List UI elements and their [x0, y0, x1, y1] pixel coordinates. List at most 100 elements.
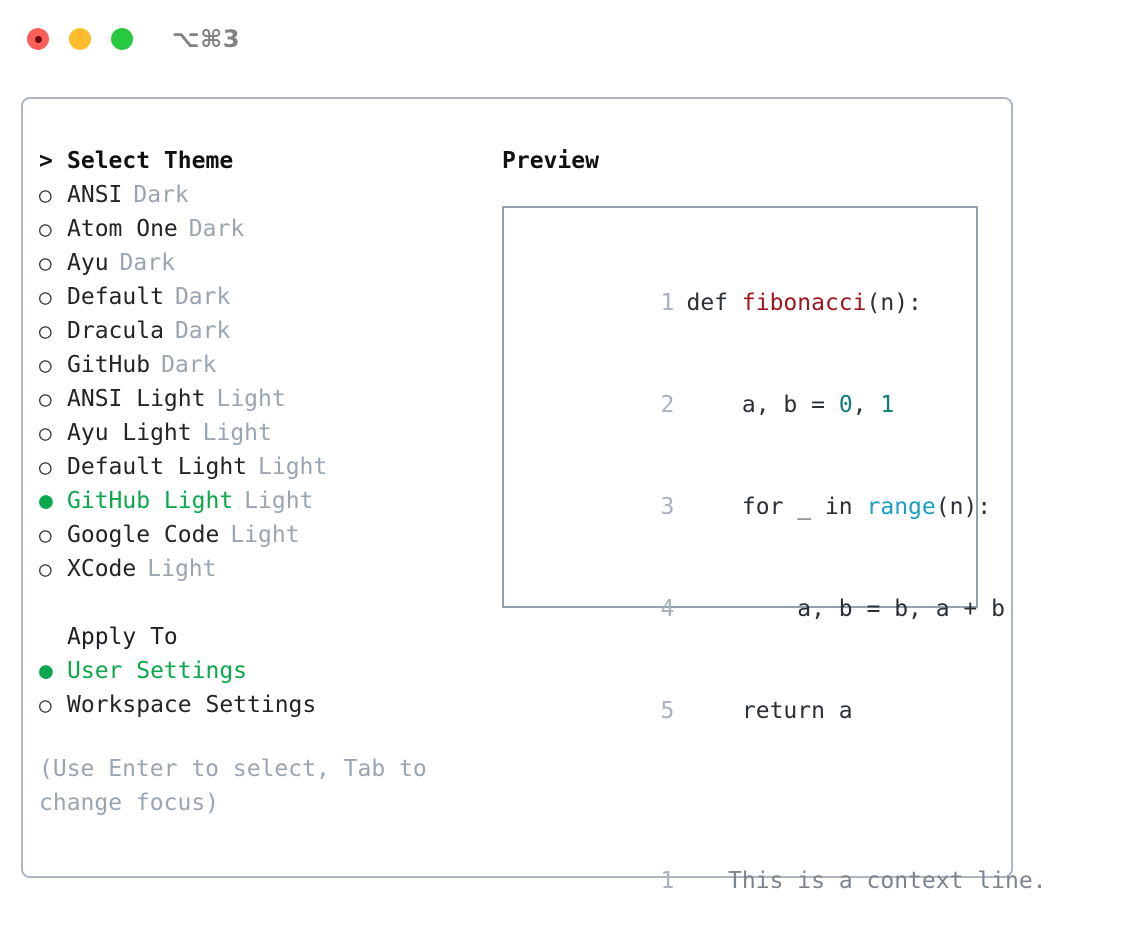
- line-number: 3: [660, 494, 675, 520]
- code-token-function: fibonacci: [741, 290, 867, 316]
- code-line: 4 a, b = b, a + b: [522, 558, 1005, 660]
- code-token: for _ in: [686, 494, 867, 520]
- radio-icon: ○: [39, 353, 52, 377]
- traffic-lights: [27, 28, 133, 50]
- theme-tag: Light: [216, 386, 286, 412]
- theme-tag: Light: [147, 556, 217, 582]
- theme-option-github[interactable]: ○ GitHub Dark: [39, 348, 479, 382]
- line-number: 1: [660, 868, 675, 894]
- diff-line-context: 1 This is a context line.: [522, 830, 1046, 932]
- theme-tag: Dark: [174, 284, 231, 310]
- code-token: def: [686, 290, 742, 316]
- diff-text: This is a context line.: [728, 868, 1047, 894]
- theme-option-ansi-light[interactable]: ○ ANSI Light Light: [39, 382, 479, 416]
- radio-icon: ○: [39, 421, 52, 445]
- theme-option-github-light[interactable]: ● GitHub Light Light: [39, 484, 479, 518]
- cursor-marker-icon: >: [39, 148, 53, 174]
- theme-tag: Dark: [133, 182, 189, 208]
- theme-option-ayu-light[interactable]: ○ Ayu Light Light: [39, 416, 479, 450]
- apply-to-option-label: User Settings: [67, 658, 248, 684]
- code-line: 3 for _ in range(n):: [522, 456, 991, 558]
- maximize-button-icon[interactable]: [111, 28, 133, 50]
- apply-to-option-user-settings[interactable]: ● User Settings: [39, 654, 479, 688]
- theme-option-ayu[interactable]: ○ Ayu Dark: [39, 246, 479, 280]
- radio-icon: ○: [39, 455, 52, 479]
- keyboard-shortcut-label: ⌥⌘3: [172, 25, 241, 53]
- line-number: 1: [660, 290, 675, 316]
- code-token-builtin: range: [866, 494, 936, 520]
- theme-name: Ayu Light: [67, 420, 192, 446]
- preview-title: Preview: [502, 148, 599, 174]
- theme-option-default-light[interactable]: ○ Default Light Light: [39, 450, 479, 484]
- line-number: 5: [660, 698, 675, 724]
- theme-option-dracula[interactable]: ○ Dracula Dark: [39, 314, 479, 348]
- code-token: a, b =: [686, 392, 839, 418]
- theme-option-google-code[interactable]: ○ Google Code Light: [39, 518, 479, 552]
- radio-selected-icon: ●: [39, 488, 53, 514]
- apply-to-option-label: Workspace Settings: [67, 692, 317, 718]
- apply-to-header: Apply To: [39, 620, 479, 654]
- code-token: (n):: [935, 494, 992, 520]
- theme-tag: Dark: [161, 352, 217, 378]
- title-bar: ⌥⌘3: [0, 0, 1140, 78]
- code-line: 5 return a: [522, 660, 976, 762]
- line-number: 4: [660, 596, 675, 622]
- theme-option-xcode[interactable]: ○ XCode Light: [39, 552, 479, 586]
- code-token: (n):: [866, 290, 922, 316]
- theme-name: GitHub Light: [67, 488, 234, 514]
- radio-icon: ○: [39, 387, 52, 411]
- theme-name: Google Code: [67, 522, 220, 548]
- code-token: return a: [686, 698, 853, 724]
- theme-name: ANSI: [67, 182, 123, 208]
- theme-name: Ayu: [67, 250, 109, 276]
- list-spacer: [39, 586, 479, 620]
- diff-sign: [686, 868, 700, 894]
- radio-icon: ○: [39, 183, 52, 207]
- line-number: 2: [660, 392, 675, 418]
- theme-tag: Light: [244, 488, 314, 514]
- code-token-number: 0: [838, 392, 853, 418]
- close-button-icon[interactable]: [27, 28, 49, 50]
- select-theme-header: > Select Theme: [39, 144, 479, 178]
- apply-to-title: Apply To: [67, 624, 178, 650]
- code-blank-line: [522, 762, 976, 796]
- minimize-button-icon[interactable]: [69, 28, 91, 50]
- radio-icon: ○: [39, 285, 52, 309]
- code-token: a, b = b, a + b: [686, 596, 1005, 622]
- theme-tag: Dark: [188, 216, 245, 242]
- radio-icon: ○: [39, 523, 52, 547]
- theme-name: GitHub: [67, 352, 151, 378]
- theme-name: Default: [67, 284, 164, 310]
- radio-icon: ○: [39, 557, 52, 581]
- theme-selector-column: > Select Theme ○ ANSI Dark ○ Atom One Da…: [39, 144, 479, 820]
- theme-option-ansi[interactable]: ○ ANSI Dark: [39, 178, 479, 212]
- theme-tag: Dark: [174, 318, 231, 344]
- select-theme-title: Select Theme: [67, 148, 234, 174]
- code-token-number: 1: [880, 392, 895, 418]
- radio-selected-icon: ●: [39, 658, 53, 684]
- radio-icon: ○: [39, 319, 52, 343]
- code-token: ,: [852, 392, 881, 418]
- theme-option-default[interactable]: ○ Default Dark: [39, 280, 479, 314]
- theme-name: Dracula: [67, 318, 164, 344]
- main-panel: > Select Theme ○ ANSI Dark ○ Atom One Da…: [21, 97, 1047, 894]
- theme-option-atom-one[interactable]: ○ Atom One Dark: [39, 212, 479, 246]
- theme-name: ANSI Light: [67, 386, 206, 412]
- apply-to-option-workspace-settings[interactable]: ○ Workspace Settings: [39, 688, 479, 722]
- theme-tag: Light: [258, 454, 328, 480]
- theme-tag: Light: [230, 522, 300, 548]
- theme-tag: Dark: [119, 250, 175, 276]
- theme-name: Default Light: [67, 454, 248, 480]
- radio-icon: ○: [39, 217, 52, 241]
- code-line: 2 a, b = 0, 1: [522, 354, 976, 456]
- radio-icon: ○: [39, 251, 52, 275]
- theme-tag: Light: [202, 420, 272, 446]
- code-blank-line: [522, 796, 976, 830]
- radio-icon: ○: [39, 693, 52, 717]
- keyboard-hint-text: (Use Enter to select, Tab to change focu…: [39, 756, 427, 816]
- theme-name: Atom One: [67, 216, 178, 242]
- theme-name: XCode: [67, 556, 137, 582]
